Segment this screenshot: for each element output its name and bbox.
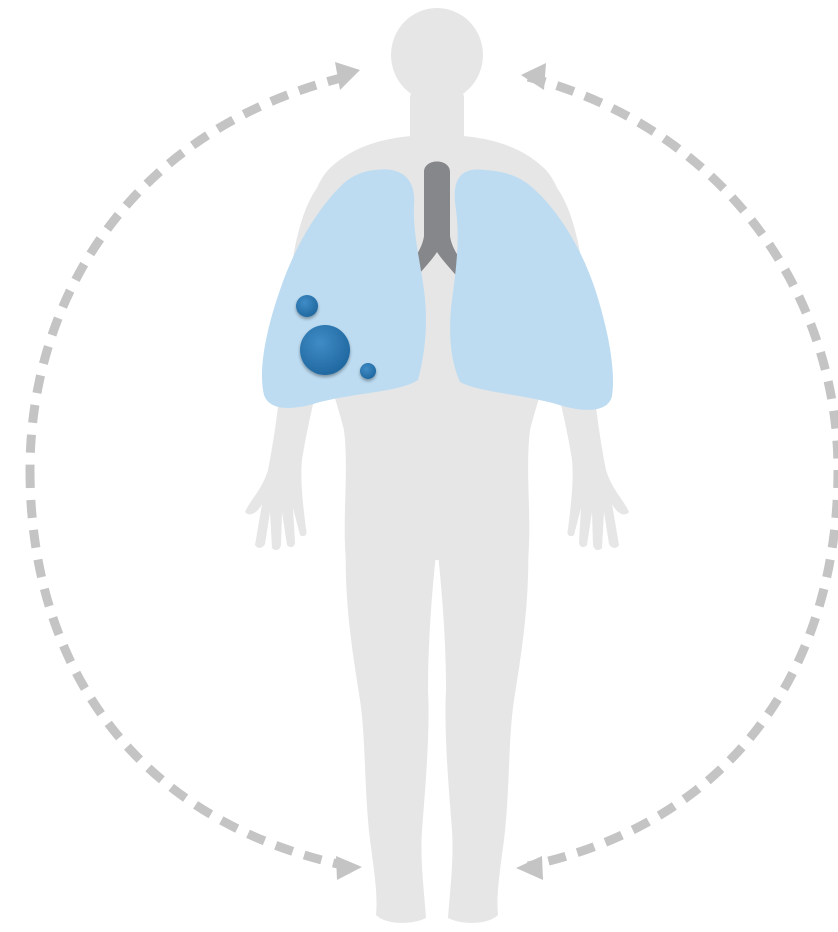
arrowhead-icon xyxy=(516,856,543,880)
left-lung-viewer-right xyxy=(450,169,613,409)
human-body-icon xyxy=(245,8,629,923)
left-leg xyxy=(346,540,437,923)
right-lung-viewer-left xyxy=(262,169,426,408)
arrowhead-icon xyxy=(336,856,362,880)
head xyxy=(391,8,483,102)
tumor-nodule-icon xyxy=(300,325,350,375)
tumor-nodule-icon xyxy=(296,295,318,317)
arrowhead-icon xyxy=(521,63,546,90)
right-leg xyxy=(437,540,528,923)
arrowhead-icon xyxy=(335,62,360,90)
tumor-nodule-icon xyxy=(360,363,376,379)
